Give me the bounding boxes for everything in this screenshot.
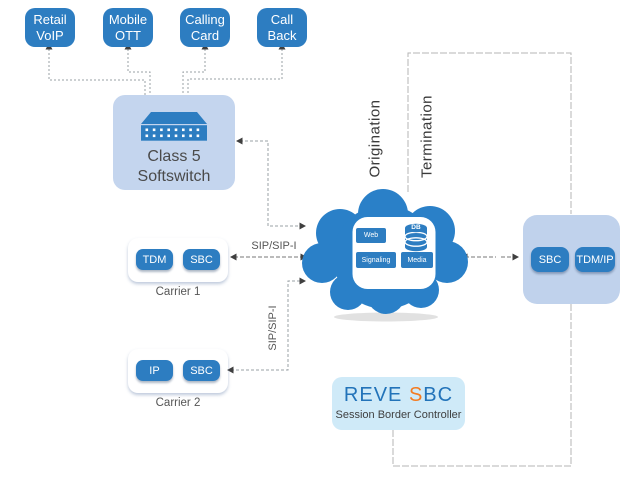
softswitch-label-line1: Class 5 (147, 148, 201, 165)
logo-s-text: S (408, 384, 424, 406)
service-mobile-ott: Mobile OTT (103, 8, 153, 47)
carrier1-label: Carrier 1 (155, 286, 201, 298)
termination-tdmip-chip: TDM/IP (575, 247, 615, 272)
softswitch-to-services-connectors (48, 49, 283, 95)
service-call-back: Call Back (257, 8, 307, 47)
carrier2-ip-chip: IP (136, 360, 173, 381)
logo-bc-text: BC (423, 384, 454, 406)
service-label: Back (267, 27, 297, 43)
carrier2-sbc-chip: SBC (183, 360, 220, 381)
service-arrowheads (45, 43, 286, 50)
carrier2-node: IP SBC (128, 349, 228, 393)
class5-softswitch-node: Class 5 Softswitch (113, 95, 235, 190)
origination-label: Origination (366, 99, 384, 178)
logo-reve-text: REVE (343, 384, 403, 406)
service-calling-card: Calling Card (180, 8, 230, 47)
cloud-shadow (334, 312, 438, 322)
cloud-db-label: DB (411, 224, 421, 231)
termination-route-line (392, 52, 572, 467)
cloud-web-module: Web (356, 228, 386, 243)
termination-node: SBC TDM/IP (523, 215, 620, 304)
termination-label: Termination (418, 94, 436, 179)
carrier1-tdm-chip: TDM (136, 249, 173, 270)
carrier2-cloud-arrowheads (227, 277, 306, 374)
cloud-media-module: Media (401, 252, 433, 268)
service-label: Retail (33, 11, 67, 27)
service-label: Card (190, 27, 220, 43)
service-label: Calling (185, 11, 225, 27)
service-label: Mobile (108, 11, 148, 27)
carrier2-link-label: SIP/SIP-I (267, 305, 279, 351)
service-label: OTT (115, 27, 141, 43)
carrier1-cloud-link (230, 253, 307, 261)
carrier1-node: TDM SBC (128, 238, 228, 282)
cloud-termination-link (461, 253, 519, 261)
reve-subtitle: Session Border Controller (335, 409, 462, 421)
carrier2-cloud-connector (231, 280, 303, 371)
softswitch-cloud-arrowheads (236, 137, 306, 230)
termination-sbc-chip: SBC (531, 247, 569, 272)
softswitch-icon (141, 112, 207, 141)
carrier1-link-label: SIP/SIP-I (251, 240, 297, 252)
service-retail-voip: Retail VoIP (25, 8, 75, 47)
service-label: Call (270, 11, 294, 27)
softswitch-cloud-connector (240, 140, 303, 227)
database-icon (404, 223, 428, 252)
carrier1-sbc-chip: SBC (183, 249, 220, 270)
service-label: VoIP (36, 27, 64, 43)
reve-sbc-logo: REVE SBC (332, 384, 465, 407)
cloud-signaling-module: Signaling (356, 252, 396, 268)
reve-sbc-brand-box: REVE SBC Session Border Controller (332, 377, 465, 430)
carrier2-label: Carrier 2 (155, 397, 201, 409)
softswitch-label-line2: Softswitch (137, 168, 211, 185)
